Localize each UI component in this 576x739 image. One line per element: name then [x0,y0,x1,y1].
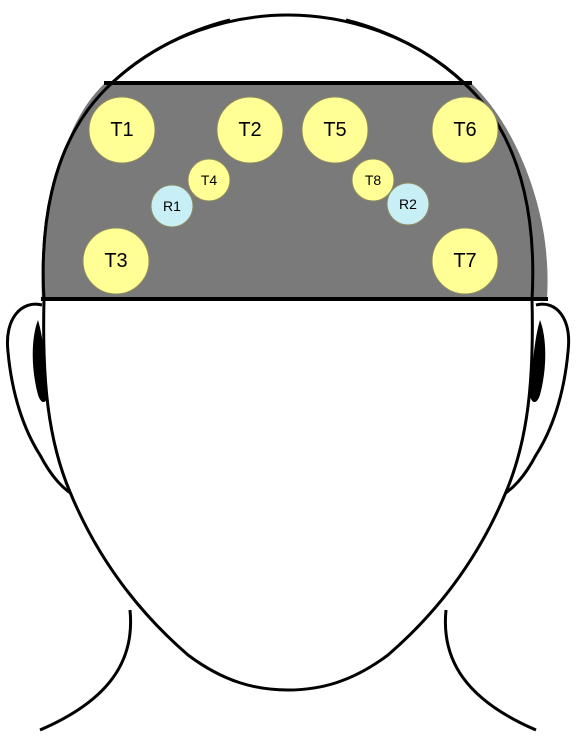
electrode-r2: R2 [387,183,429,225]
electrode-r2-label: R2 [399,196,417,212]
electrode-r1: R1 [151,185,193,227]
electrode-t6: T6 [432,97,498,163]
electrode-t4: T4 [188,159,230,201]
electrode-t5: T5 [302,97,368,163]
electrode-t5-label: T5 [323,119,346,141]
electrode-t6-label: T6 [453,119,476,141]
electrode-t7: T7 [432,228,498,294]
electrode-t8: T8 [352,159,394,201]
electrode-t2-label: T2 [238,119,261,141]
electrode-t8-label: T8 [365,172,382,188]
electrode-t1-label: T1 [110,119,133,141]
electrode-t7-label: T7 [453,250,476,272]
electrode-t2: T2 [217,97,283,163]
neck-left [40,610,131,730]
electrode-t4-label: T4 [201,172,218,188]
electrode-t3-label: T3 [104,250,127,272]
electrode-r1-label: R1 [163,198,181,214]
neck-right [445,610,536,730]
electrode-t3: T3 [83,228,149,294]
electrode-t1: T1 [89,97,155,163]
